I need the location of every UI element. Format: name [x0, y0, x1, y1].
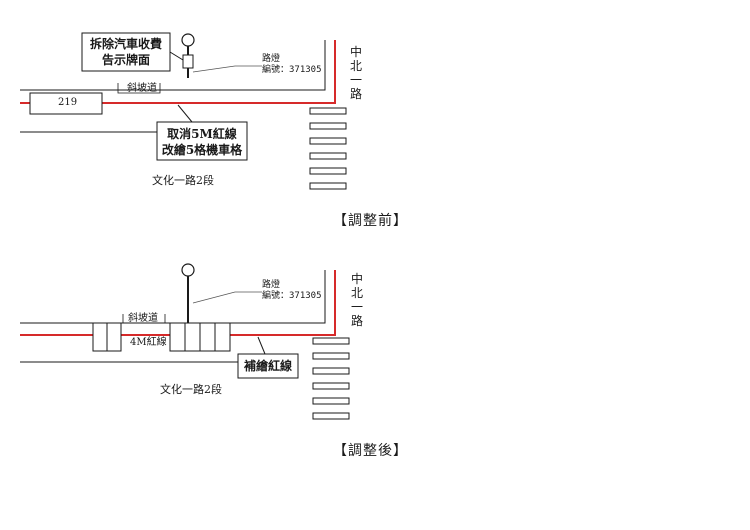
motorcycle-slot: [214, 322, 231, 352]
north-road-char: 中: [349, 45, 362, 59]
road-boundary-line: [20, 270, 326, 324]
change-callout-box: [156, 121, 248, 161]
pole-id-label: 路燈: [262, 280, 281, 290]
crosswalk-stripe: [312, 367, 350, 375]
crosswalk-stripe: [312, 337, 350, 345]
crosswalk-stripe: [309, 122, 347, 130]
red-line-label: 4M紅線: [130, 337, 167, 348]
building-219-box: [29, 92, 103, 115]
caption-before: 【調整前】: [333, 213, 408, 229]
north-road-label: 中 北 一 路: [349, 45, 363, 101]
north-road-char: 北: [350, 286, 363, 300]
north-road-char: 一: [349, 73, 362, 87]
sign-removal-line1: 拆除汽車收費: [89, 37, 162, 51]
crosswalk: [309, 107, 347, 190]
caption-after: 【調整後】: [333, 443, 408, 459]
crosswalk-stripe: [309, 182, 347, 190]
road-boundary-line: [20, 40, 326, 91]
pole-id-number: 編號：371305: [262, 65, 322, 75]
change-label: 取消5M紅線 改繪5格機車格: [157, 126, 247, 158]
street-label: 文化一路2段: [160, 383, 222, 396]
ramp-bracket: [122, 314, 166, 324]
motorcycle-slots-right: [169, 322, 231, 352]
sign-removal-label: 拆除汽車收費 告示牌面: [82, 36, 170, 68]
change-callout-leader: [177, 104, 193, 123]
sign-removal-line2: 告示牌面: [101, 53, 150, 67]
change-line2: 改繪5格機車格: [161, 143, 243, 157]
ramp-label: 斜坡道: [127, 83, 157, 94]
crosswalk-stripe: [309, 107, 347, 115]
north-road-char: 路: [350, 314, 363, 328]
north-road-char: 一: [350, 300, 363, 314]
building-number: 219: [58, 97, 78, 108]
north-road-char: 中: [350, 272, 363, 286]
fee-sign-plate: [182, 54, 194, 69]
crosswalk-stripe: [309, 152, 347, 160]
crosswalk-stripe: [309, 167, 347, 175]
street-label: 文化一路2段: [152, 174, 214, 187]
motorcycle-slots-left: [92, 322, 122, 352]
red-curb-line: [20, 40, 336, 104]
added-red-line-label: 補繪紅線: [243, 359, 292, 373]
ramp-label: 斜坡道: [128, 313, 158, 324]
pole-id-leader: [192, 291, 262, 304]
street-lamp-icon: [181, 263, 195, 277]
before-diagram: [20, 32, 347, 190]
sign-callout-leader: [169, 51, 184, 61]
crosswalk-stripe: [312, 397, 350, 405]
ramp-bracket: [117, 83, 161, 94]
added-red-line-leader: [257, 336, 266, 355]
added-red-line-box: [237, 353, 299, 379]
red-curb-line: [20, 270, 336, 336]
motorcycle-slot: [169, 322, 186, 352]
motorcycle-slot: [106, 322, 122, 352]
pole-id-leader: [192, 65, 262, 73]
crosswalk-stripe: [312, 352, 350, 360]
north-road-char: 北: [349, 59, 362, 73]
motorcycle-slot: [199, 322, 216, 352]
street-lamp-icon: [181, 33, 195, 47]
pole-id-label: 路燈: [262, 54, 281, 64]
after-diagram: [20, 263, 350, 420]
crosswalk: [312, 337, 350, 420]
motorcycle-slot: [92, 322, 108, 352]
pole-id-number: 編號：371305: [262, 291, 322, 301]
north-road-label: 中 北 一 路: [350, 272, 364, 328]
north-road-char: 路: [349, 87, 362, 101]
crosswalk-stripe: [309, 137, 347, 145]
motorcycle-slot: [184, 322, 201, 352]
crosswalk-stripe: [312, 412, 350, 420]
sign-callout-box: [81, 32, 171, 72]
change-line1: 取消5M紅線: [167, 127, 237, 141]
crosswalk-stripe: [312, 382, 350, 390]
